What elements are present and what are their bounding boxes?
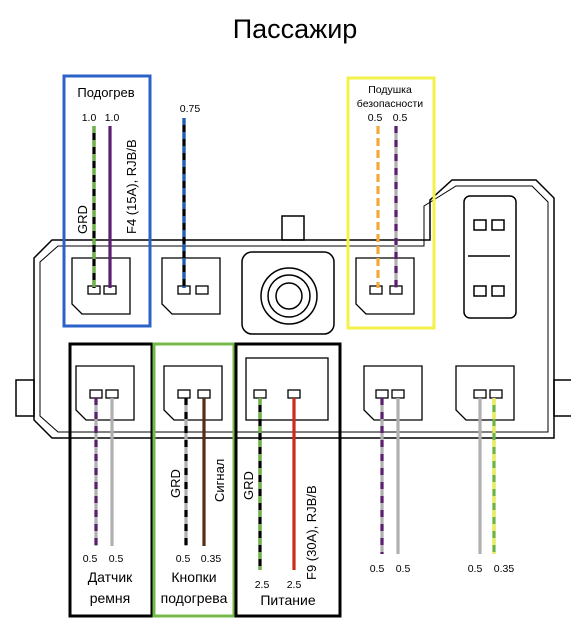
power-gauge-left: 2.5 [255, 579, 270, 591]
diagram-title: Пассажир [233, 14, 358, 44]
power-grd-label: GRD [241, 471, 256, 500]
socket-heater [71, 257, 131, 315]
socket-single-top [161, 257, 221, 315]
heater-label: Подогрев [77, 85, 134, 100]
belt-gauge-right: 0.5 [109, 553, 124, 565]
airbag-label-line2: безопасности [357, 98, 424, 110]
connector-housing [15, 179, 571, 439]
power-gauge-right: 2.5 [287, 579, 302, 591]
power-label: Питание [260, 592, 315, 608]
buttons-gauge-left: 0.5 [176, 553, 191, 565]
buttons-label-line2: подогрева [161, 590, 228, 606]
unlabeled-a-gauge-left: 0.5 [370, 563, 385, 575]
airbag-label-line1: Подушка [368, 84, 412, 96]
socket-power [245, 357, 329, 421]
airbag-gauge-left: 0.5 [368, 112, 383, 124]
frame-heater [62, 74, 152, 328]
heater-gauge-right: 1.0 [105, 112, 120, 124]
unlabeled-a-gauge-right: 0.5 [396, 563, 411, 575]
frame-heater-buttons [152, 342, 236, 618]
unlabeled-b-gauge-left: 0.5 [468, 563, 483, 575]
buttons-grd-label: GRD [168, 469, 183, 498]
buttons-gauge-right: 0.35 [201, 553, 222, 565]
socket-unlabeled-a [363, 365, 423, 421]
socket-belt-sensor [75, 365, 135, 421]
frame-airbag [346, 76, 436, 330]
buttons-label-line1: Кнопки [171, 569, 216, 585]
belt-label-line2: ремня [90, 590, 131, 606]
belt-gauge-left: 0.5 [83, 553, 98, 565]
heater-grd-label: GRD [75, 205, 90, 234]
belt-label-line1: Датчик [88, 569, 133, 585]
single-top-gauge: 0.75 [180, 103, 201, 115]
socket-airbag [355, 257, 415, 315]
labels: Подогрев 1.0 1.0 GRD F4 (15A), RJB/B 0.7… [75, 84, 514, 608]
unlabeled-b-gauge-right: 0.35 [494, 563, 515, 575]
buttons-signal-label: Сигнал [212, 459, 227, 502]
power-feed-label: F9 (30A), RJB/B [304, 485, 319, 580]
heater-feed-label: F4 (15A), RJB/B [124, 139, 139, 234]
frame-power [234, 342, 342, 618]
heater-gauge-left: 1.0 [82, 112, 97, 124]
socket-heater-buttons [163, 365, 223, 421]
wires [92, 118, 496, 570]
socket-unlabeled-b [455, 365, 515, 421]
airbag-gauge-right: 0.5 [393, 112, 408, 124]
sockets [71, 257, 515, 421]
frame-belt-sensor [68, 342, 154, 618]
